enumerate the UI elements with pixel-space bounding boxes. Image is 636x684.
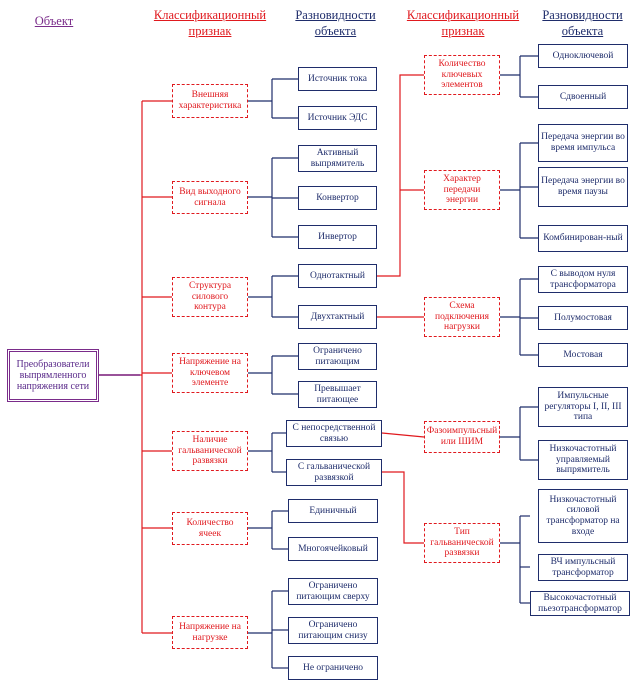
- header-classification-2: Классификационный признак: [406, 8, 520, 38]
- class-load-connection-scheme: Схема подключения нагрузки: [424, 297, 500, 337]
- header-classification-1: Классификационный признак: [153, 8, 267, 38]
- variety-limited-below: Ограничено питающим снизу: [288, 617, 378, 644]
- variety-limited-by-supply: Ограничено питающим: [298, 343, 377, 370]
- class-load-voltage: Напряжение на нагрузке: [172, 616, 248, 649]
- variety-hf-pulse-transformer: ВЧ импульсный трансформатор: [538, 554, 628, 581]
- variety-combined: Комбинирован-ный: [538, 225, 628, 252]
- variety-active-rectifier: Активный выпрямитель: [298, 145, 377, 172]
- class-phase-pwm: Фазоимпульсный или ШИМ: [424, 421, 500, 453]
- variety-transfer-during-pause: Передача энергии во время паузы: [538, 167, 628, 207]
- class-output-signal: Вид выходного сигнала: [172, 181, 248, 214]
- variety-transformer-zero-tap: С выводом нуля трансформатора: [538, 266, 628, 293]
- variety-current-source: Источник тока: [298, 67, 377, 91]
- variety-single-cell: Единичный: [288, 499, 378, 523]
- class-cell-count: Количество ячеек: [172, 512, 248, 545]
- variety-dual: Сдвоенный: [538, 85, 628, 109]
- header-varieties-2: Разновидности объекта: [542, 8, 623, 38]
- variety-push-pull: Двухтактный: [298, 305, 377, 329]
- class-galvanic-isolation: Наличие гальванической развязки: [172, 431, 248, 471]
- variety-one-key: Одноключевой: [538, 44, 628, 68]
- variety-inverter: Инвертор: [298, 225, 377, 249]
- variety-multi-cell: Многоячейковый: [288, 537, 378, 561]
- header-object: Объект: [34, 14, 74, 28]
- class-outer-characteristic: Внешняя характеристика: [172, 84, 248, 118]
- variety-pulse-regulators: Импульсные регуляторы I, II, III типа: [538, 387, 628, 427]
- class-key-element-count: Количество ключевых элементов: [424, 55, 500, 95]
- variety-exceeds-supply: Превышает питающее: [298, 381, 377, 408]
- variety-bridge: Мостовая: [538, 343, 628, 367]
- variety-emf-source: Источник ЭДС: [298, 106, 377, 130]
- class-key-element-voltage: Напряжение на ключевом элементе: [172, 353, 248, 393]
- class-galvanic-isolation-type: Тип гальванической развязки: [424, 523, 500, 563]
- variety-lf-power-transformer: Низкочастотный силовой трансформатор на …: [538, 489, 628, 543]
- variety-hf-piezo-transformer: Высокочастотный пьезотрансформатор: [530, 591, 630, 616]
- variety-converter: Конвертор: [298, 186, 377, 210]
- variety-galvanic-isolation: С гальванической развязкой: [286, 459, 382, 486]
- variety-unlimited: Не ограничено: [288, 656, 378, 680]
- variety-lf-controlled-rectifier: Низкочастотный управляемый выпрямитель: [538, 440, 628, 480]
- variety-direct-link: С непосредственной связью: [286, 420, 382, 447]
- variety-half-bridge: Полумостовая: [538, 306, 628, 330]
- variety-transfer-during-pulse: Передача энергии во время импульса: [538, 124, 628, 162]
- class-energy-transfer: Характер передачи энергии: [424, 170, 500, 210]
- variety-single-stroke: Однотактный: [298, 264, 377, 288]
- class-power-circuit-structure: Структура силового контура: [172, 277, 248, 317]
- header-varieties-1: Разновидности объекта: [295, 8, 376, 38]
- variety-limited-above: Ограничено питающим сверху: [288, 578, 378, 605]
- root-object-box: Преобразователи выпрямленного напряжения…: [7, 349, 99, 402]
